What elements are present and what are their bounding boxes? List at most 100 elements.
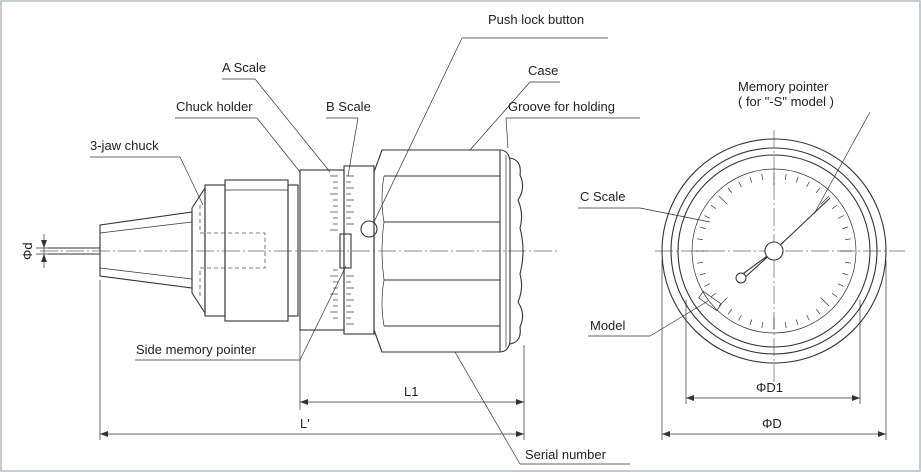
leader-model xyxy=(649,300,709,337)
case-edge-left xyxy=(381,175,385,327)
leader-serial xyxy=(454,351,521,465)
leader-chuck-holder xyxy=(256,117,301,173)
c-scale-tick xyxy=(727,187,732,193)
c-scale-tick xyxy=(842,226,849,230)
phid-arrow-right xyxy=(878,431,886,437)
label-chuck-holder: Chuck holder xyxy=(176,99,253,114)
c-scale-tick xyxy=(837,283,844,287)
dim-l-prime: L' xyxy=(300,416,310,431)
c-scale-tick xyxy=(761,173,764,180)
c-scale-tick xyxy=(738,314,742,321)
c-scale-tick xyxy=(820,297,830,307)
label-3-jaw-chuck: 3-jaw chuck xyxy=(90,138,159,153)
model-plate xyxy=(698,290,722,312)
groove-ring xyxy=(509,157,524,345)
label-model: Model xyxy=(590,318,626,333)
c-scale-tick xyxy=(845,238,852,241)
label-memory-pointer-note: ( for "-S" model ) xyxy=(738,94,834,109)
c-scale-tick xyxy=(784,173,787,180)
pointer-tail-dot xyxy=(735,272,747,284)
c-scale-tick xyxy=(816,187,821,193)
side-memory-pointer-window xyxy=(339,233,352,269)
c-scale-tick xyxy=(699,226,706,230)
c-scale-tick xyxy=(837,215,844,219)
label-serial-number: Serial number xyxy=(525,447,607,462)
leader-push-lock xyxy=(373,37,463,223)
push-lock-button-icon xyxy=(360,220,378,238)
chuck-nose-ridge-bottom xyxy=(99,267,193,280)
label-push-lock-button: Push lock button xyxy=(488,12,584,27)
label-b-scale: B Scale xyxy=(326,99,371,114)
dim-phi-d1: ΦD1 xyxy=(756,380,783,395)
l1-arrow-left xyxy=(300,399,308,405)
c-scale-tick xyxy=(710,293,716,298)
c-scale-tick xyxy=(718,195,728,205)
front-outer-circle xyxy=(661,138,887,364)
c-scale-tick xyxy=(820,195,830,205)
c-scale-tick xyxy=(842,272,849,276)
leader-side-memory xyxy=(299,265,347,361)
phid1-arrow-right xyxy=(852,395,860,401)
leader-case xyxy=(469,81,531,151)
dim-l1: L1 xyxy=(404,384,418,399)
c-scale-tick xyxy=(845,261,852,264)
c-scale-tick xyxy=(704,283,711,287)
l1-arrow-right xyxy=(516,399,524,405)
b-scale-ticks xyxy=(346,175,354,325)
lprime-arrow-left xyxy=(100,431,108,437)
c-scale-tick xyxy=(761,322,764,329)
b-scale-ring xyxy=(343,165,375,335)
leader-memory-pointer xyxy=(813,111,871,215)
phid1-arrow-left xyxy=(686,395,694,401)
front-dial-face xyxy=(691,168,857,334)
c-scale-tick xyxy=(795,319,799,326)
chuck-nose-body xyxy=(191,186,206,315)
dim-phi-d: Φd xyxy=(20,242,35,260)
c-scale-tick xyxy=(710,204,716,209)
c-scale-tick xyxy=(806,181,810,188)
label-groove-for-holding: Groove for holding xyxy=(508,99,615,114)
label-case: Case xyxy=(528,63,558,78)
chuck-holder-collar xyxy=(204,184,226,317)
label-memory-pointer: Memory pointer xyxy=(738,79,829,94)
c-scale-tick xyxy=(832,293,838,298)
pointer-hub xyxy=(764,241,784,261)
c-scale-tick xyxy=(795,176,799,183)
front-ring-2 xyxy=(670,147,878,355)
phi-d-arrow-bottom xyxy=(41,254,47,262)
c-scale-tick xyxy=(696,238,703,241)
chuck-holder-body xyxy=(224,179,289,322)
label-c-scale: C Scale xyxy=(580,189,626,204)
label-a-scale: A Scale xyxy=(222,60,266,75)
c-scale-tick xyxy=(696,261,703,264)
phid-arrow-left xyxy=(662,431,670,437)
c-scale-tick xyxy=(816,309,821,315)
c-scale-tick xyxy=(704,215,711,219)
c-scale-tick xyxy=(749,319,753,326)
leader-3jaw xyxy=(179,156,204,206)
phi-d-arrow-top xyxy=(41,240,47,248)
c-scale-tick xyxy=(832,204,838,209)
c-scale-tick xyxy=(718,297,728,307)
memory-pointer-needle xyxy=(773,197,831,252)
c-scale-tick xyxy=(727,309,732,315)
leader-a-scale xyxy=(254,78,331,173)
chuck-nose-ridge-top xyxy=(99,221,193,234)
c-scale-tick xyxy=(784,322,787,329)
label-side-memory-pointer: Side memory pointer xyxy=(136,342,257,357)
c-scale-tick xyxy=(749,176,753,183)
chuck-jaw-hidden xyxy=(199,205,266,296)
chuck-holder-ring xyxy=(287,184,299,317)
c-scale-tick xyxy=(738,181,742,188)
c-scale-tick xyxy=(806,314,810,321)
leader-c-scale xyxy=(639,207,711,223)
c-scale-ticks xyxy=(696,173,852,329)
leader-groove xyxy=(505,117,509,149)
leader-b-scale xyxy=(347,117,359,177)
groove-for-holding xyxy=(499,149,511,353)
lprime-arrow-right xyxy=(516,431,524,437)
front-ring-3 xyxy=(677,154,871,348)
